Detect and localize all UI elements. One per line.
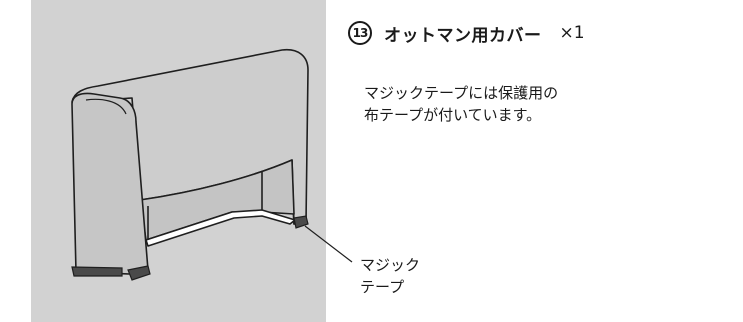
velcro-tab-front-left [71,266,123,277]
item-number-badge: 13 [348,21,372,45]
item-title: オットマン用カバー [384,25,542,46]
velcro-tab-back [293,215,309,229]
callout-line: マジック [360,256,421,274]
callout-leader-line [304,225,353,263]
description-line: マジックテープには保護用の [364,84,559,102]
item-quantity: ×1 [559,23,585,43]
velcro-tab-front-right [127,265,151,281]
item-description: マジックテープには保護用の 布テープが付いています。 [364,82,558,126]
ottoman-cover-body [71,48,309,275]
callout-line: テープ [360,278,405,296]
item-heading: 13 オットマン用カバー ×1 [348,18,585,48]
description-line: 布テープが付いています。 [364,106,542,124]
velcro-callout-label: マジック テープ [360,254,420,298]
